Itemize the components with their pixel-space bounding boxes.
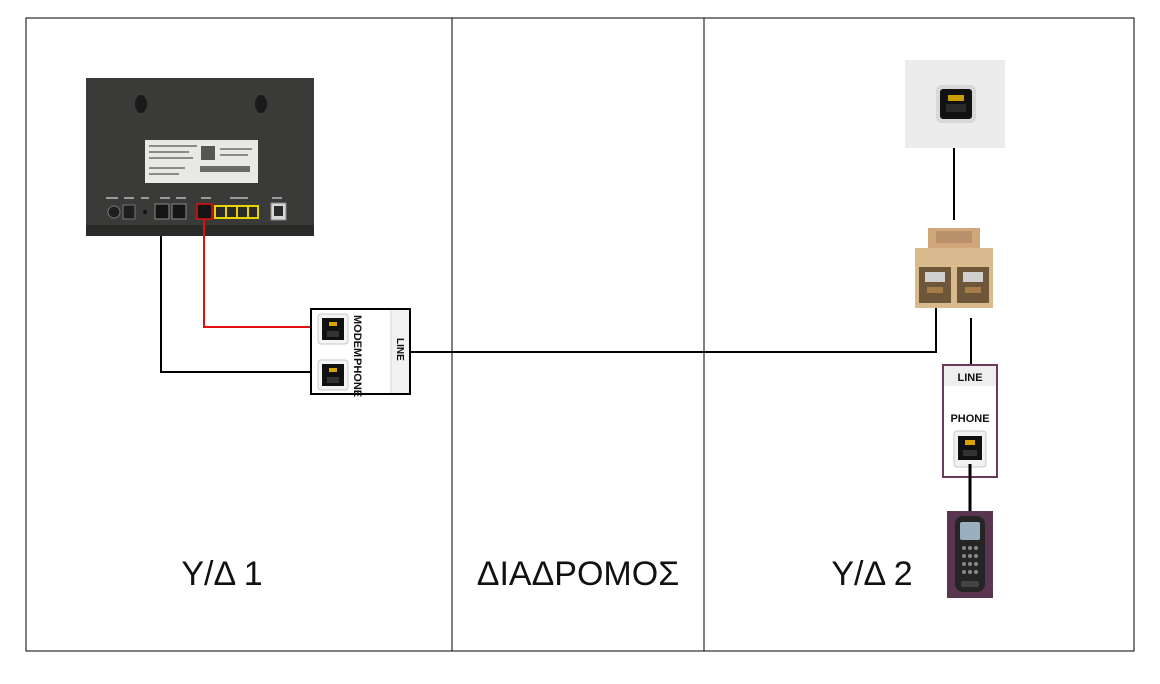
dsl-splitter-2: LINE PHONE xyxy=(942,364,998,478)
cable-router-dsl xyxy=(203,220,313,328)
splitter2-label-phone: PHONE xyxy=(950,413,989,425)
dsl-splitter-1: MODEM PHONE LINE xyxy=(310,308,411,397)
splitter1-label-phone: PHONE xyxy=(351,358,363,397)
cordless-phone-icon xyxy=(947,511,993,598)
rj-coupler-icon xyxy=(915,228,993,308)
rj11-socket-phone-icon xyxy=(317,359,349,391)
cable-router-phone xyxy=(160,236,313,373)
splitter1-label-line: LINE xyxy=(394,338,405,361)
zone-label-2: ΔΙΑΔΡΟΜΟΣ xyxy=(477,555,679,593)
zone-label-3: Υ/Δ 2 xyxy=(831,555,912,593)
rj45-wall-socket-icon xyxy=(905,60,1005,148)
zone-label-1: Υ/Δ 1 xyxy=(181,555,262,593)
outer-frame xyxy=(25,17,1135,652)
router-icon xyxy=(86,78,314,236)
splitter2-label-line: LINE xyxy=(957,372,982,384)
splitter1-label-modem: MODEM xyxy=(351,315,363,357)
rj11-socket-modem-icon xyxy=(317,313,349,345)
cable-main-line xyxy=(410,305,937,353)
rj11-socket-splitter2-icon xyxy=(953,430,987,468)
